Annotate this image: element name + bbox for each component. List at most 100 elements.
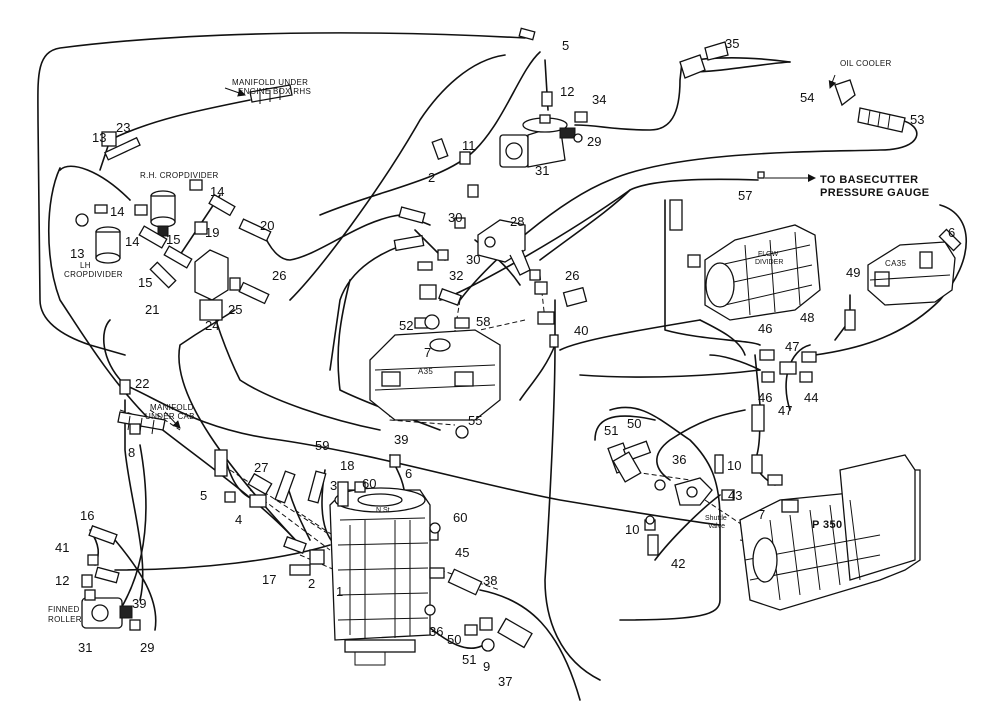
hose-fittings — [81, 27, 962, 652]
callout-2-bot: 2 — [308, 576, 315, 591]
callout-1: 1 — [336, 584, 343, 599]
callout-18: 18 — [340, 458, 354, 473]
label-basecutter-2: PRESSURE GAUGE — [820, 187, 930, 199]
label-manifold-cab-1: MANIFOLD — [150, 403, 194, 412]
callout-46-b: 46 — [758, 390, 772, 405]
callout-40: 40 — [574, 323, 588, 338]
callout-42: 42 — [671, 556, 685, 571]
label-manifold-cab-2: UNDER CAB — [145, 412, 195, 421]
flow-arrows — [164, 74, 837, 429]
label-basecutter-1: TO BASECUTTER — [820, 174, 919, 186]
callout-6-right: 6 — [948, 225, 955, 240]
motor-31-top — [499, 117, 576, 168]
shuttle-valve-label-2: Valve — [708, 523, 725, 530]
callout-41: 41 — [55, 540, 69, 555]
callout-47-a: 47 — [785, 339, 799, 354]
callout-20: 20 — [260, 218, 274, 233]
valve-block-ca35: CA35 — [867, 241, 956, 306]
callout-43: 43 — [728, 488, 742, 503]
callout-59: 59 — [315, 438, 329, 453]
callout-39-mid: 39 — [394, 432, 408, 447]
callout-10-a: 10 — [727, 458, 741, 473]
callout-50-bot: 50 — [447, 632, 461, 647]
callout-16: 16 — [80, 508, 94, 523]
callout-26-b: 26 — [565, 268, 579, 283]
label-rh-cropdivider: R.H. CROPDIVIDER — [140, 171, 219, 180]
callout-30-a: 30 — [448, 210, 462, 225]
oil-cooler-fittings — [834, 79, 906, 133]
callout-27: 27 — [254, 460, 268, 475]
manifold-engine-box — [249, 84, 293, 104]
callout-29-bot: 29 — [140, 640, 154, 655]
valve-block-a35: A35 — [369, 329, 501, 421]
callout-47-b: 47 — [778, 403, 792, 418]
main-tandem-pump: N St — [329, 487, 431, 666]
callout-14-b: 14 — [110, 204, 124, 219]
callout-46-a: 46 — [758, 321, 772, 336]
component-labels: MANIFOLD UNDER ENGINE BOX RHS R.H. CROPD… — [48, 59, 930, 624]
hose-35-top — [679, 41, 729, 79]
callout-49: 49 — [846, 265, 860, 280]
pump-p350-label: P 350 — [812, 519, 843, 531]
filter-24 — [194, 249, 229, 321]
callout-29-top: 29 — [587, 134, 601, 149]
callout-15-b: 15 — [138, 275, 152, 290]
callout-15-a: 15 — [166, 232, 180, 247]
callout-38: 38 — [483, 573, 497, 588]
callout-17: 17 — [262, 572, 276, 587]
flow-divider-label-2: DIVIDER — [755, 259, 783, 266]
callout-28: 28 — [510, 214, 524, 229]
callout-37: 37 — [498, 674, 512, 689]
callout-24: 24 — [205, 318, 219, 333]
label-manifold-engine-2: ENGINE BOX RHS — [238, 87, 311, 96]
label-lh-cropdivider-1: LH — [80, 261, 91, 270]
callout-11: 11 — [462, 138, 476, 153]
rh-cropdivider-motor — [150, 190, 176, 237]
callout-4: 4 — [235, 512, 242, 527]
callout-39-bot: 39 — [132, 596, 146, 611]
callout-44: 44 — [804, 390, 818, 405]
callout-9: 9 — [483, 659, 490, 674]
callout-36-right: 36 — [672, 452, 686, 467]
flow-divider: FLOW DIVIDER — [704, 224, 821, 321]
shuttle-valve-label-1: Shuttle — [705, 515, 727, 522]
callout-45: 45 — [455, 545, 469, 560]
callout-7-mid: 7 — [424, 345, 431, 360]
callout-2-top: 2 — [428, 170, 435, 185]
block-a35-label: A35 — [418, 367, 433, 376]
pump-ns-label: N St — [376, 507, 390, 514]
callout-22: 22 — [135, 376, 149, 391]
callout-60-a: 60 — [362, 476, 376, 491]
callout-23: 23 — [116, 120, 130, 135]
label-oil-cooler: OIL COOLER — [840, 59, 892, 68]
valve-28 — [477, 219, 531, 276]
callout-57: 57 — [738, 188, 752, 203]
callout-30-b: 30 — [466, 252, 480, 267]
label-lh-cropdivider-2: CROPDIVIDER — [64, 270, 123, 279]
callout-53: 53 — [910, 112, 924, 127]
callout-51-right: 51 — [604, 423, 618, 438]
block-ca35-label: CA35 — [885, 259, 906, 268]
label-manifold-engine-1: MANIFOLD UNDER — [232, 78, 308, 87]
callout-14-c: 14 — [125, 234, 139, 249]
callout-6-mid: 6 — [405, 466, 412, 481]
label-finned-roller-1: FINNED — [48, 605, 80, 614]
callout-7-right: 7 — [758, 507, 765, 522]
callout-55: 55 — [468, 413, 482, 428]
lh-cropdivider-motor — [75, 213, 121, 264]
shuttle-valve: Shuttle Valve — [674, 477, 727, 530]
callout-5-top: 5 — [562, 38, 569, 53]
callout-48: 48 — [800, 310, 814, 325]
callout-36-bot: 36 — [429, 624, 443, 639]
callout-13-mid: 13 — [70, 246, 84, 261]
callout-50-right: 50 — [627, 416, 641, 431]
callout-34: 34 — [592, 92, 606, 107]
callout-60-b: 60 — [453, 510, 467, 525]
callout-12-top: 12 — [560, 84, 574, 99]
callout-32: 32 — [449, 268, 463, 283]
flow-divider-label-1: FLOW — [758, 251, 779, 258]
callout-35-top: 35 — [725, 36, 739, 51]
